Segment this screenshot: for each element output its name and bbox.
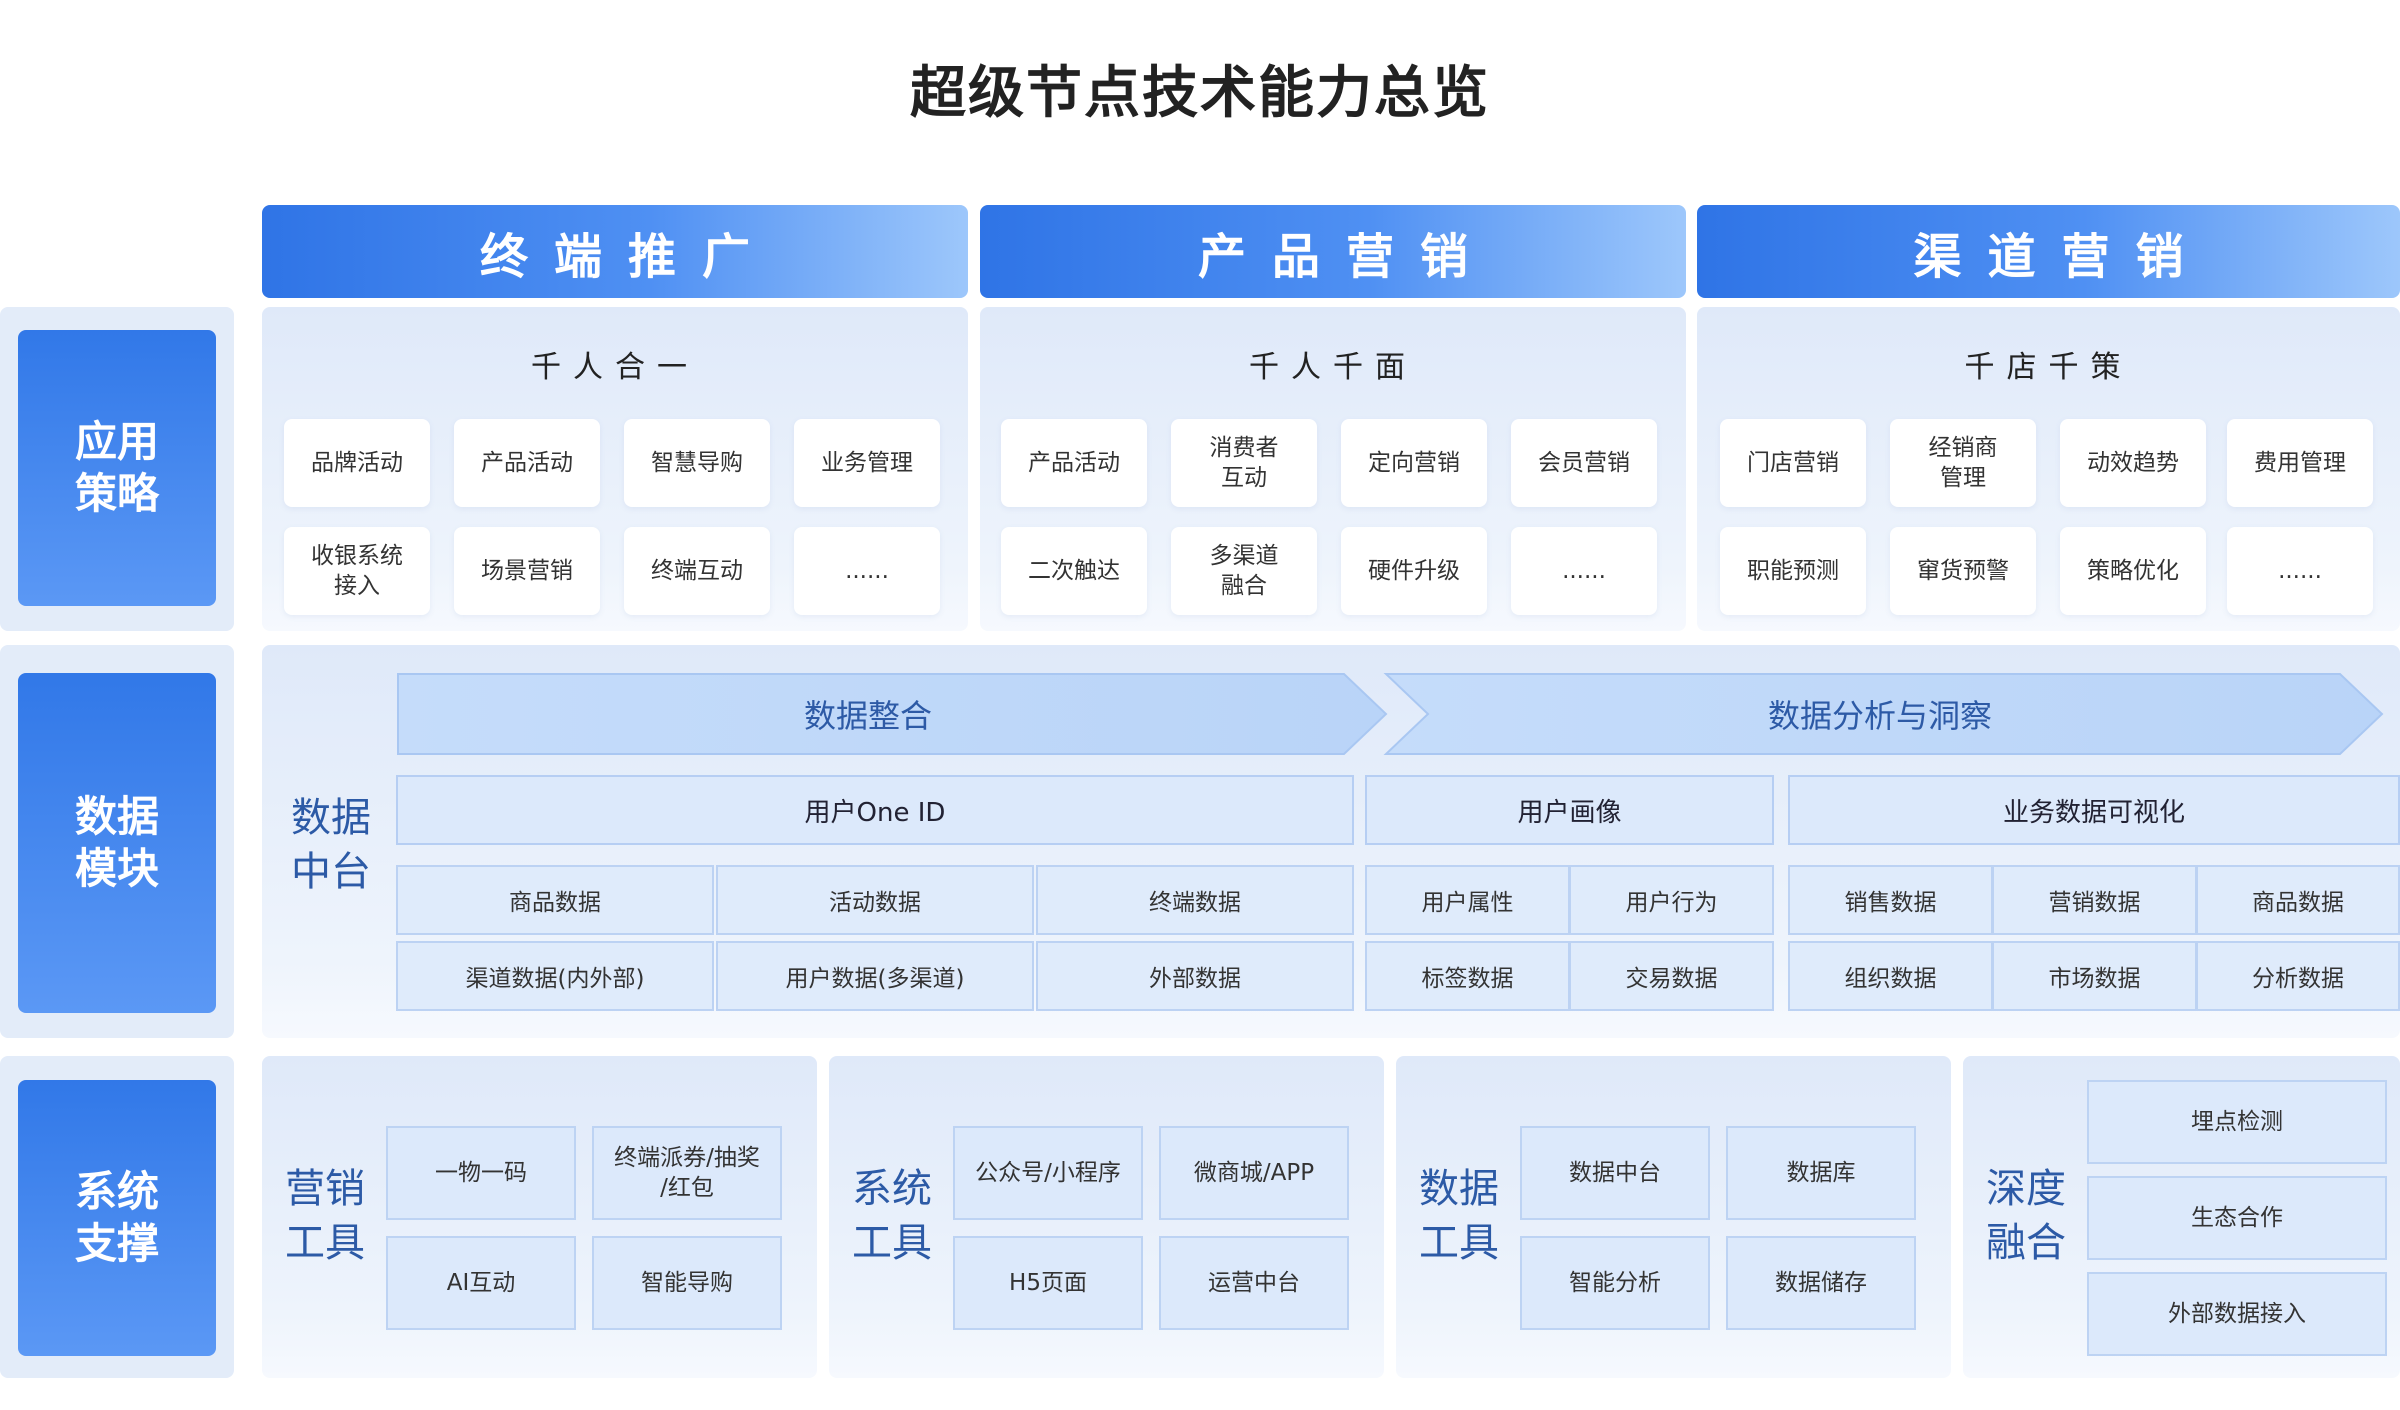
data-cell[interactable]: 交易数据 bbox=[1569, 941, 1774, 1011]
row-label-data: 数据 模块 bbox=[18, 673, 216, 1013]
app-card[interactable]: 场景营销 bbox=[454, 527, 600, 615]
app-section-channel: 千店千策 门店营销 经销商 管理 动效趋势 费用管理 职能预测 窜货预警 策略优… bbox=[1697, 307, 2400, 631]
tool-card[interactable]: 数据储存 bbox=[1726, 1236, 1916, 1330]
app-card[interactable]: 职能预测 bbox=[1720, 527, 1866, 615]
data-cell[interactable]: 市场数据 bbox=[1992, 941, 2197, 1011]
band-user-profile: 用户画像 bbox=[1365, 775, 1774, 845]
page-title: 超级节点技术能力总览 bbox=[910, 60, 1490, 126]
tool-card[interactable]: 公众号/小程序 bbox=[953, 1126, 1143, 1220]
app-card[interactable]: 终端互动 bbox=[624, 527, 770, 615]
app-card[interactable]: 业务管理 bbox=[794, 419, 940, 507]
tool-card[interactable]: H5页面 bbox=[953, 1236, 1143, 1330]
data-cell[interactable]: 用户属性 bbox=[1365, 865, 1570, 935]
system-section-deep-integration: 深度 融合 埋点检测 生态合作 外部数据接入 bbox=[1963, 1056, 2400, 1378]
arrow-integration-label: 数据整合 bbox=[803, 697, 932, 735]
app-card[interactable]: 经销商 管理 bbox=[1890, 419, 2036, 507]
data-cell[interactable]: 用户数据(多渠道) bbox=[716, 941, 1034, 1011]
data-cell[interactable]: 终端数据 bbox=[1036, 865, 1354, 935]
system-section-label: 深度 融合 bbox=[1986, 1166, 2066, 1266]
app-card[interactable]: 门店营销 bbox=[1720, 419, 1866, 507]
tool-card[interactable]: 微商城/APP bbox=[1159, 1126, 1349, 1220]
app-section-product: 千人千面 产品活动 消费者 互动 定向营销 会员营销 二次触达 多渠道 融合 硬… bbox=[980, 307, 1686, 631]
system-section-system-tools: 系统 工具 公众号/小程序 微商城/APP H5页面 运营中台 bbox=[829, 1056, 1384, 1378]
data-cell[interactable]: 外部数据 bbox=[1036, 941, 1354, 1011]
data-cell[interactable]: 商品数据 bbox=[2196, 865, 2400, 935]
data-cell[interactable]: 营销数据 bbox=[1992, 865, 2197, 935]
row-label-system: 系统 支撑 bbox=[18, 1080, 216, 1356]
column-header-product: 产品营销 bbox=[980, 205, 1686, 298]
app-card[interactable]: 智慧导购 bbox=[624, 419, 770, 507]
tool-card[interactable]: AI互动 bbox=[386, 1236, 576, 1330]
band-visualization: 业务数据可视化 bbox=[1788, 775, 2400, 845]
section-title: 千人合一 bbox=[531, 350, 699, 385]
app-card[interactable]: 窜货预警 bbox=[1890, 527, 2036, 615]
app-card[interactable]: 产品活动 bbox=[1001, 419, 1147, 507]
data-cell[interactable]: 销售数据 bbox=[1788, 865, 1993, 935]
section-title: 千人千面 bbox=[1249, 350, 1417, 385]
system-section-label: 系统 工具 bbox=[852, 1166, 932, 1266]
tool-card[interactable]: 智能分析 bbox=[1520, 1236, 1710, 1330]
data-cell[interactable]: 组织数据 bbox=[1788, 941, 1993, 1011]
app-card[interactable]: 会员营销 bbox=[1511, 419, 1657, 507]
column-header-channel: 渠道营销 bbox=[1697, 205, 2400, 298]
app-card[interactable]: 定向营销 bbox=[1341, 419, 1487, 507]
process-arrows bbox=[397, 673, 2384, 755]
data-cell[interactable]: 标签数据 bbox=[1365, 941, 1570, 1011]
system-section-marketing-tools: 营销 工具 一物一码 终端派券/抽奖 /红包 AI互动 智能导购 bbox=[262, 1056, 817, 1378]
tool-card[interactable]: 生态合作 bbox=[2087, 1176, 2387, 1260]
app-card[interactable]: 多渠道 融合 bbox=[1171, 527, 1317, 615]
app-card[interactable]: 产品活动 bbox=[454, 419, 600, 507]
app-card[interactable]: 二次触达 bbox=[1001, 527, 1147, 615]
system-section-label: 营销 工具 bbox=[285, 1166, 365, 1266]
app-card[interactable]: 费用管理 bbox=[2227, 419, 2373, 507]
system-section-data-tools: 数据 工具 数据中台 数据库 智能分析 数据储存 bbox=[1396, 1056, 1951, 1378]
data-cell[interactable]: 渠道数据(内外部) bbox=[396, 941, 714, 1011]
data-cell[interactable]: 商品数据 bbox=[396, 865, 714, 935]
app-section-terminal: 千人合一 品牌活动 产品活动 智慧导购 业务管理 收银系统 接入 场景营销 终端… bbox=[262, 307, 968, 631]
app-card[interactable]: 动效趋势 bbox=[2060, 419, 2206, 507]
app-card-more[interactable]: ...... bbox=[1511, 527, 1657, 615]
tool-card[interactable]: 数据库 bbox=[1726, 1126, 1916, 1220]
tool-card[interactable]: 运营中台 bbox=[1159, 1236, 1349, 1330]
data-platform-label: 数据 中台 bbox=[291, 795, 371, 895]
arrow-insight-label: 数据分析与洞察 bbox=[1767, 697, 1992, 735]
data-cell[interactable]: 分析数据 bbox=[2196, 941, 2400, 1011]
tool-card[interactable]: 外部数据接入 bbox=[2087, 1272, 2387, 1356]
app-card[interactable]: 收银系统 接入 bbox=[284, 527, 430, 615]
tool-card[interactable]: 智能导购 bbox=[592, 1236, 782, 1330]
column-header-terminal: 终端推广 bbox=[262, 205, 968, 298]
tool-card[interactable]: 数据中台 bbox=[1520, 1126, 1710, 1220]
tool-card[interactable]: 一物一码 bbox=[386, 1126, 576, 1220]
app-card[interactable]: 消费者 互动 bbox=[1171, 419, 1317, 507]
system-section-label: 数据 工具 bbox=[1419, 1166, 1499, 1266]
app-card-more[interactable]: ...... bbox=[794, 527, 940, 615]
arrow-insight-shape bbox=[1383, 673, 2384, 755]
app-card[interactable]: 策略优化 bbox=[2060, 527, 2206, 615]
app-card[interactable]: 品牌活动 bbox=[284, 419, 430, 507]
data-cell[interactable]: 用户行为 bbox=[1569, 865, 1774, 935]
app-card-more[interactable]: ...... bbox=[2227, 527, 2373, 615]
app-card[interactable]: 硬件升级 bbox=[1341, 527, 1487, 615]
section-title: 千店千策 bbox=[1964, 350, 2133, 385]
arrow-integration-shape bbox=[397, 673, 1388, 755]
row-label-app: 应用 策略 bbox=[18, 330, 216, 606]
tool-card[interactable]: 埋点检测 bbox=[2087, 1080, 2387, 1164]
band-one-id: 用户One ID bbox=[396, 775, 1354, 845]
data-cell[interactable]: 活动数据 bbox=[716, 865, 1034, 935]
tool-card[interactable]: 终端派券/抽奖 /红包 bbox=[592, 1126, 782, 1220]
